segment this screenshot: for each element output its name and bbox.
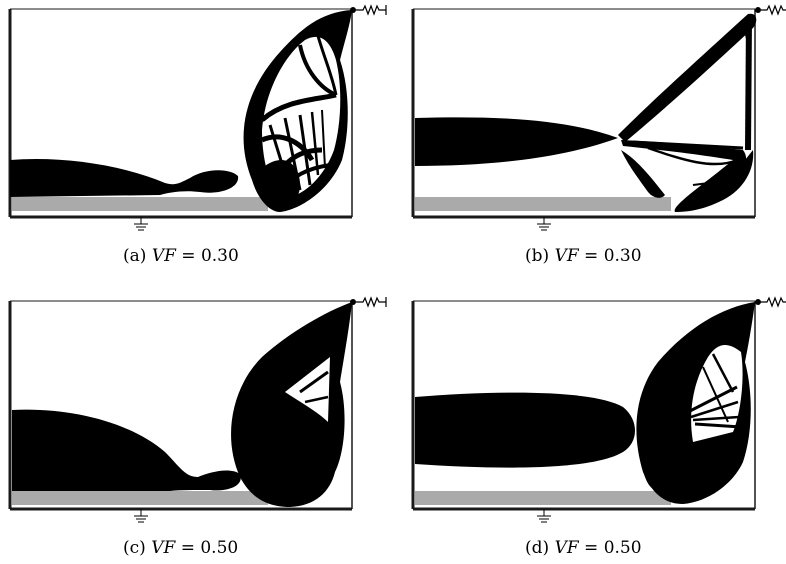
void-c <box>285 357 330 422</box>
caption-b-variable: VF <box>554 246 579 266</box>
caption-b-equals: = <box>584 246 599 266</box>
caption-b-value: 0.30 <box>603 246 642 266</box>
spring-icon <box>356 296 386 308</box>
ground-icon <box>537 509 551 523</box>
caption-c-equals: = <box>180 538 195 558</box>
ground-icon <box>537 217 551 231</box>
topology-figure-a <box>8 4 387 231</box>
material-lower-arm-b <box>621 140 747 212</box>
pin-dot-icon <box>755 7 761 13</box>
material-right-strut-b <box>745 18 752 150</box>
spring-icon <box>761 296 786 308</box>
pin-dot-icon <box>350 299 356 305</box>
topology-figure-b <box>411 4 786 231</box>
caption-d-value: 0.50 <box>603 538 642 558</box>
pin-dot-icon <box>350 7 356 13</box>
ground-icon <box>134 217 148 231</box>
caption-a-equals: = <box>181 246 196 266</box>
material-wedge-c <box>12 409 241 492</box>
struts-c <box>299 370 329 404</box>
caption-d-equals: = <box>584 538 599 558</box>
material-upper-arm-b <box>618 13 757 143</box>
topology-figure-d <box>411 296 786 523</box>
electrode-b <box>415 197 671 211</box>
pin-dot-icon <box>755 299 761 305</box>
struts-b <box>632 19 751 186</box>
panel-a: (a) VF = 0.30 <box>0 0 393 282</box>
topology-figure-c <box>8 296 387 523</box>
material-bar-d <box>415 392 635 468</box>
electrode-d <box>415 491 671 505</box>
struts-d <box>687 353 742 429</box>
caption-d-label: (d) <box>525 538 550 558</box>
caption-a-value: 0.30 <box>200 246 239 266</box>
material-knot-a <box>262 159 300 207</box>
material-lobe-b <box>621 150 665 198</box>
material-mass-c <box>231 302 352 507</box>
caption-a: (a) VF = 0.30 <box>123 246 239 266</box>
caption-d: (d) VF = 0.50 <box>525 538 642 558</box>
panel-c: (c) VF = 0.50 <box>0 292 393 564</box>
material-lobe-d <box>641 457 659 489</box>
material-strip-a <box>10 158 239 197</box>
caption-d-variable: VF <box>554 538 579 558</box>
caption-a-label: (a) <box>123 246 147 266</box>
electrode-a <box>12 197 268 211</box>
caption-c-value: 0.50 <box>200 538 239 558</box>
caption-c-variable: VF <box>151 538 176 558</box>
spring-icon <box>761 4 786 16</box>
caption-c: (c) VF = 0.50 <box>123 538 238 558</box>
material-bar-b <box>415 117 618 166</box>
caption-a-variable: VF <box>151 246 176 266</box>
caption-b: (b) VF = 0.30 <box>525 246 642 266</box>
caption-c-label: (c) <box>123 538 146 558</box>
panel-d: (d) VF = 0.50 <box>403 292 786 564</box>
electrode-c <box>12 491 268 505</box>
ground-icon <box>134 509 148 523</box>
caption-b-label: (b) <box>525 246 550 266</box>
panel-b: (b) VF = 0.30 <box>403 0 786 282</box>
spring-icon <box>356 4 386 16</box>
material-bottom-arm-b <box>675 150 754 212</box>
